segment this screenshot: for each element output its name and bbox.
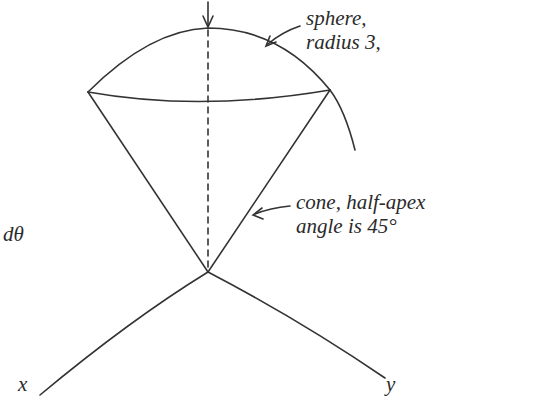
axis-arrow	[207, 2, 209, 26]
z-axis	[207, 30, 209, 270]
arrow-head	[253, 208, 263, 219]
axis-label: x	[18, 372, 48, 396]
arrow-head	[266, 36, 276, 46]
y-axis	[208, 272, 385, 378]
cone-label: cone, half-apex angle is 45°	[296, 190, 456, 238]
leader-line	[268, 26, 300, 44]
x-axis	[40, 272, 208, 395]
cone-side	[88, 92, 208, 272]
cone-side	[208, 90, 330, 272]
sphere-label: sphere, radius 3,	[306, 6, 416, 54]
arrow-head	[203, 16, 213, 27]
angle-label: dθ	[3, 222, 43, 246]
axis-label: y	[386, 372, 416, 396]
cone-rim	[88, 90, 330, 102]
